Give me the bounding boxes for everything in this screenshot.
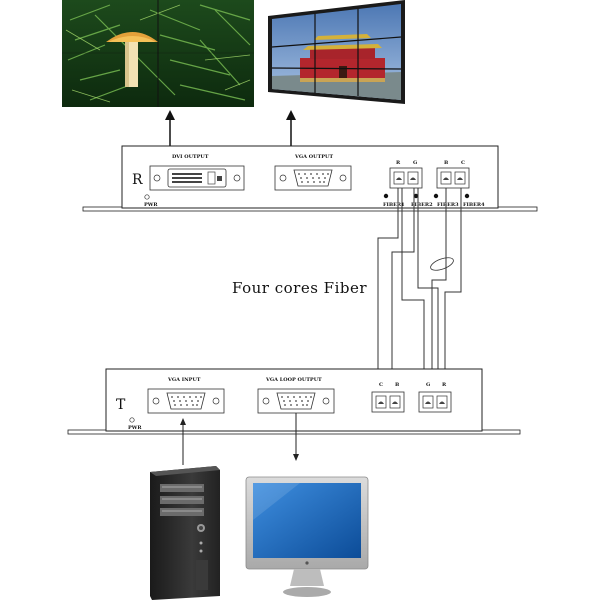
r-port-letter-3: B [444,160,448,166]
t-port-letter-3: G [426,382,430,388]
vga-output-arrow [286,110,296,146]
dvi-output-label: DVI OUTPUT [172,154,209,160]
forest-mushroom-photo [62,0,254,107]
r-port-letter-1: R [396,160,401,166]
vga-output-label: VGA OUTPUT [294,154,333,160]
receiver-pwr-label: PWR [144,202,158,208]
vga-input-label: VGA INPUT [167,377,201,383]
vga-loop-arrow [293,413,299,461]
vga-loop-output-port [257,388,335,414]
receiver-device: R PWR DVI OUTPUT [82,145,538,212]
transmitter-letter: T [116,397,126,413]
transmitter-fiber-port-b [418,391,452,413]
fiber1-label: FIBER1 [383,202,405,208]
pc-tower-icon [150,466,220,600]
video-wall-photo [268,0,405,104]
receiver-letter: R [132,172,143,188]
vga-input-arrow [180,418,186,465]
transmitter-fiber-port-a [371,391,405,413]
transmitter-pwr-label: PWR [128,425,142,431]
monitor-icon [245,476,369,597]
vga-output-port [274,165,352,191]
vga-loop-output-label: VGA LOOP OUTPUT [265,377,322,383]
fiber2-label: FIBER2 [411,202,433,208]
fiber3-label: FIBER3 [437,202,459,208]
r-port-letter-4: C [461,160,465,166]
fiber-cables [377,188,462,372]
dvi-output-port [149,165,245,191]
fiber4-label: FIBER4 [463,202,485,208]
fiber-caption: Four cores Fiber [232,279,367,297]
dvi-output-arrow [165,110,175,146]
t-port-letter-2: B [395,382,399,388]
vga-input-port [147,388,225,414]
receiver-fiber-port-b [436,167,470,189]
transmitter-device: T PWR VGA INPUT [67,368,521,435]
r-port-letter-2: G [413,160,417,166]
t-port-letter-1: C [379,382,383,388]
t-port-letter-4: R [442,382,447,388]
receiver-fiber-port-a [389,167,423,189]
